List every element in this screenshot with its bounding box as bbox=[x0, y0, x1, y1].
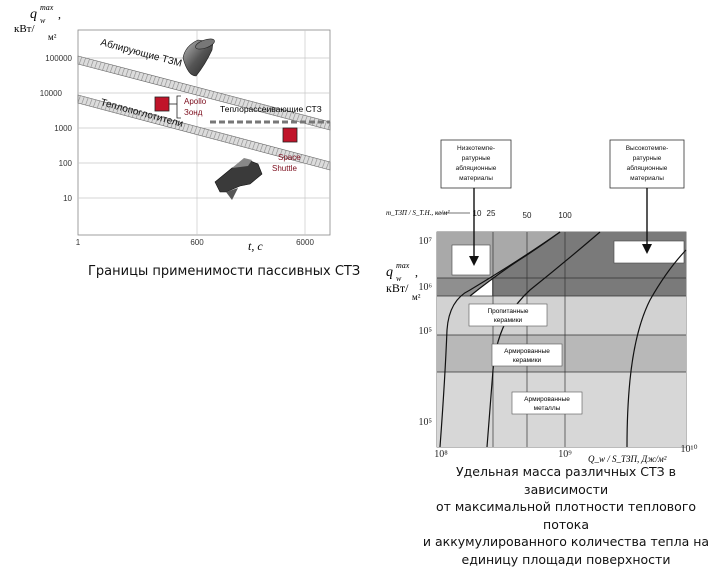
left-y-label-sub: w bbox=[40, 16, 46, 25]
left-y-tick: 1000 bbox=[54, 124, 72, 133]
region-impregnated-label: Пропитанные bbox=[487, 308, 528, 315]
right-caption-line: и аккумулированного количества тепла на bbox=[418, 533, 714, 551]
right-y-tick: 10⁷ bbox=[419, 236, 433, 247]
apollo-marker bbox=[155, 97, 169, 111]
left-diagram: q max w , кВт/ м² 100000 10000 1000 100 … bbox=[14, 3, 330, 253]
callout-low-line: материалы bbox=[459, 175, 493, 182]
arrow-high bbox=[642, 188, 652, 254]
left-x-tick: 1 bbox=[76, 238, 81, 247]
right-y-tick: 10⁵ bbox=[419, 326, 433, 337]
shuttle-label-2: Shuttle bbox=[272, 164, 297, 173]
svg-text:,: , bbox=[58, 7, 61, 21]
region-armored-metals-label: металлы bbox=[534, 405, 561, 412]
left-y-label-sup: max bbox=[40, 3, 54, 12]
shuttle-marker bbox=[283, 128, 297, 142]
region-armored-ceramics-label: керамики bbox=[513, 357, 542, 364]
left-y-tick: 10 bbox=[63, 194, 72, 203]
left-x-tick: 6000 bbox=[296, 238, 314, 247]
right-y-unit-1: кВт/ bbox=[386, 281, 409, 295]
right-y-unit-2: м² bbox=[412, 292, 421, 302]
region-impregnated-label: керамики bbox=[494, 317, 523, 324]
right-y-tick: 10⁵ bbox=[419, 417, 433, 428]
region-armored-metals-label: Армированные bbox=[524, 396, 570, 403]
shuttle-label-1: Space bbox=[278, 153, 301, 162]
left-y-unit-1: кВт/ bbox=[14, 23, 35, 35]
apollo-label-2: Зонд bbox=[184, 108, 203, 117]
heat-dissipating-label: Теплорассеивающие СТЗ bbox=[220, 104, 322, 114]
callout-high-line: Высокотемпе- bbox=[626, 145, 669, 152]
callout-high-line: ратурные bbox=[633, 155, 662, 162]
left-y-tick: 100000 bbox=[45, 54, 72, 63]
right-y-label-q: q bbox=[386, 265, 393, 280]
right-caption-line: от максимальной плотности теплового пото… bbox=[418, 498, 714, 533]
callout-high-line: материалы bbox=[630, 175, 664, 182]
top-tick: 25 bbox=[487, 209, 496, 218]
right-x-tick: 10¹⁰ bbox=[680, 444, 697, 455]
left-x-tick: 600 bbox=[190, 238, 204, 247]
left-y-label-q: q bbox=[30, 7, 37, 22]
left-caption: Границы применимости пассивных СТЗ bbox=[88, 264, 360, 279]
right-caption-line: Удельная масса различных СТЗ в зависимос… bbox=[418, 463, 714, 498]
callout-high-line: абляционные bbox=[627, 164, 668, 172]
left-y-unit-2: м² bbox=[48, 32, 57, 42]
left-y-tick: 100 bbox=[59, 159, 73, 168]
left-x-axis-label: t, c bbox=[248, 239, 263, 253]
right-x-tick: 10⁹ bbox=[558, 449, 572, 460]
callout-low-line: ратурные bbox=[462, 155, 491, 162]
svg-text:,: , bbox=[415, 265, 418, 279]
right-diagram: Низкотемпе- ратурные абляционные материа… bbox=[386, 140, 698, 464]
right-x-tick: 10⁸ bbox=[434, 449, 448, 460]
apollo-label-1: Apollo bbox=[184, 97, 207, 106]
top-tick: 100 bbox=[558, 211, 572, 220]
top-tick: 50 bbox=[523, 211, 532, 220]
right-caption-line: единицу площади поверхности bbox=[418, 551, 714, 568]
region-armored-ceramics-label: Армированные bbox=[504, 348, 550, 355]
left-y-tick: 10000 bbox=[40, 89, 63, 98]
right-caption: Удельная масса различных СТЗ в зависимос… bbox=[418, 463, 714, 568]
callout-low-line: абляционные bbox=[456, 164, 497, 172]
right-y-tick: 10⁶ bbox=[419, 282, 433, 293]
right-y-label-sup: max bbox=[396, 261, 410, 270]
callout-low-line: Низкотемпе- bbox=[457, 145, 495, 152]
